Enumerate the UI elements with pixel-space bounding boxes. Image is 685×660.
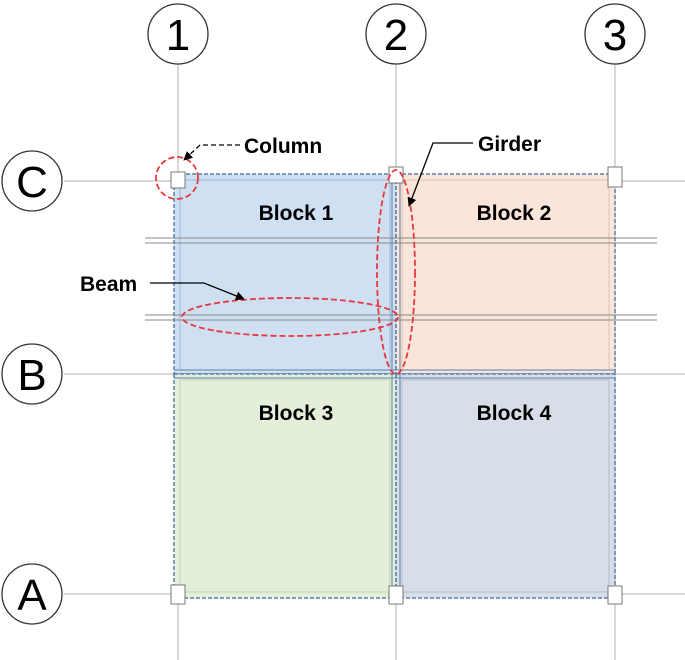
block-3-label: Block 3 [259, 402, 334, 425]
beam-leader [150, 282, 245, 301]
block-2-label: Block 2 [477, 202, 552, 225]
columns [170, 166, 623, 605]
column [388, 585, 404, 605]
column [607, 585, 623, 605]
grid-bubble-a [1, 563, 63, 625]
grid-label-1: 1 [166, 11, 190, 60]
blocks [173, 173, 616, 599]
girder-leader [407, 142, 473, 207]
column [170, 584, 186, 605]
grid-label-a: A [17, 571, 47, 620]
column-callout-label: Column [244, 135, 322, 158]
girders [174, 174, 615, 598]
grid-bubble-2 [365, 3, 427, 65]
beam-highlight [181, 297, 399, 337]
column-bubbles [1, 3, 646, 625]
block-1-area [173, 173, 397, 375]
grid-bubble-3 [584, 3, 646, 65]
grid-bubble-1 [147, 3, 209, 65]
grid-label-2: 2 [384, 11, 408, 60]
highlights [155, 156, 416, 375]
grid-label-3: 3 [603, 11, 627, 60]
girder-highlight [376, 169, 416, 375]
grid-label-b: B [17, 351, 46, 400]
column-leader [183, 144, 240, 161]
block-1-label: Block 1 [259, 202, 334, 225]
block-3-area [173, 373, 397, 599]
block-4-area [395, 373, 616, 599]
beams [145, 237, 657, 321]
block-2-area [395, 173, 616, 375]
column-highlight [155, 156, 199, 200]
column [607, 166, 623, 188]
grid-bubble-b [1, 343, 63, 405]
girder-callout-label: Girder [478, 133, 541, 156]
grid-bubble-c [1, 150, 63, 212]
grid-label-c: C [16, 158, 48, 207]
callouts [150, 142, 473, 301]
block-4-label: Block 4 [477, 402, 552, 425]
column [170, 171, 186, 189]
beam-callout-label: Beam [80, 273, 137, 296]
